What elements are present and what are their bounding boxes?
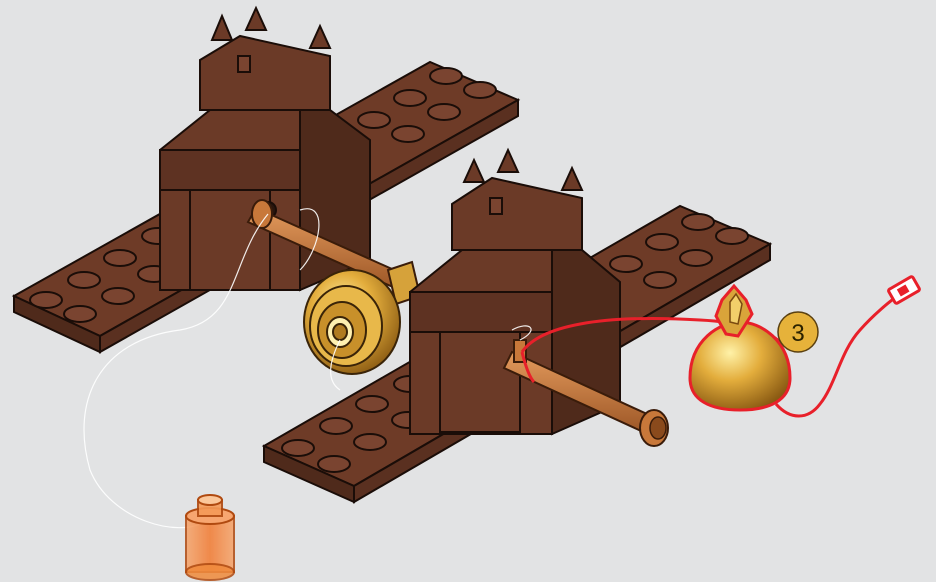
gold-bell-piece [690,286,790,410]
step-number-badge: 3 [778,312,818,352]
cable-connector-icon [888,276,920,304]
gold-wheel [304,270,400,374]
step-number-label: 3 [791,320,804,347]
trans-orange-round-brick [186,495,234,580]
